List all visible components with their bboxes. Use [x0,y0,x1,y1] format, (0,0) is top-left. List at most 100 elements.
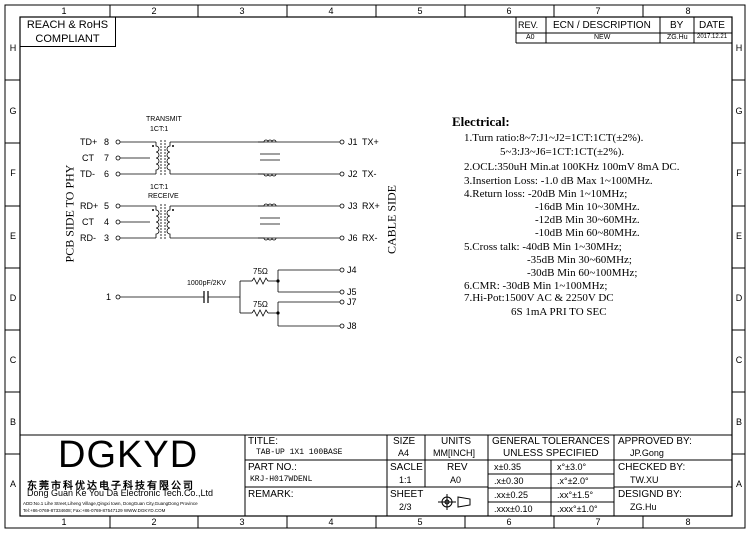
spec-line: 3.Insertion Loss: -1.0 dB Max 1~100MHz. [464,175,653,187]
spec-line: -16dB Min 10~30MHz. [535,201,640,213]
choke-coil [258,139,277,143]
row-label: F [10,168,16,178]
date-header: DATE [699,20,725,31]
row-label: G [9,106,17,116]
jack-label: J7 [347,297,357,307]
compliance-box: REACH & RoHS COMPLIANT [20,17,116,47]
part-value: KRJ-H017WDENL [250,475,313,484]
pin-number: 3 [104,233,110,243]
spec-line: 6.CMR: -30dB Min 1~100MHz; [464,280,608,292]
coil [166,142,171,174]
pin-label-td-minus: TD- [80,169,95,179]
company-name-cn: 东莞市科优达电子科技有限公司 [27,481,195,492]
jack-label: J5 [347,287,357,297]
rev-value: A0 [526,34,535,41]
pin-number: 6 [104,169,110,179]
spec-line: 7.Hi-Pot:1500V AC & 2250V DC [464,292,614,304]
row-label: F [736,168,742,178]
tolerance-subtitle: UNLESS SPECIFIED [503,448,599,459]
row-label: B [9,417,16,427]
pin-terminal [339,171,345,177]
pin-terminal [339,299,345,305]
row-label: E [735,231,742,241]
row-label: C [9,355,17,365]
col-label: 7 [595,517,601,527]
spec-line: 5~3:J3~J6=1CT:1CT(±2%). [500,146,625,158]
pin-number: 8 [104,137,110,147]
pin-number: 4 [104,217,110,227]
col-label: 4 [328,517,334,527]
tolerance-linear: x±0.35 [494,462,521,472]
coil [166,206,171,238]
spec-line: 4.Return loss: -20dB Min 1~10MHz; [464,188,628,200]
checked-value: TW.XU [630,475,659,485]
pin-label-td-plus: TD+ [80,137,98,147]
col-label: 5 [417,517,423,527]
col-label: 7 [595,6,601,16]
rev-label: REV [447,462,468,473]
title-label: TITLE: [248,436,279,447]
pin-label-tx-plus: TX+ [362,137,379,147]
choke-coil [258,237,277,241]
sheet-value: 2/3 [399,502,412,512]
spec-line: -30dB Min 60~100MHz; [527,267,638,279]
spec-line: 2.OCL:350uH Min.at 100KHz 100mV 8mA DC. [464,161,680,173]
col-label: 5 [417,6,423,16]
size-value: A4 [398,448,410,458]
receive-ratio: 1CT:1 [150,184,169,191]
pin-number: 1 [106,292,112,302]
pin-label-rd-plus: RD+ [80,201,99,211]
row-label: A [9,479,16,489]
col-label: 6 [506,6,512,16]
approved-label: APPROVED BY: [618,436,692,447]
row-label: E [9,231,16,241]
units-value: MM[INCH] [433,448,475,458]
col-label: 8 [685,6,691,16]
pin-label-rd-minus: RD- [80,233,96,243]
spec-line: 1.Turn ratio:8~7:J1~J2=1CT:1CT(±2%). [464,132,644,144]
jack-label: J3 [348,201,358,211]
col-label: 8 [685,517,691,527]
ecn-value: NEW [594,34,611,41]
electrical-title: Electrical: [452,114,510,129]
row-label: H [735,43,743,53]
col-label: 4 [328,6,334,16]
company-logo: DGKYD [58,434,199,476]
part-label: PART NO.: [248,462,297,473]
row-label: D [9,293,17,303]
company-address: ADD:No.1 Lihe Street,Liheng Village,Qing… [23,501,198,506]
receive-title: RECEIVE [148,193,179,200]
choke-coil [258,173,277,177]
col-label: 2 [151,517,157,527]
tolerance-angular: .xxx°±1.0° [557,504,598,514]
col-label: 3 [239,6,245,16]
jack-label: J8 [347,321,357,331]
pin-label-tx-minus: TX- [362,169,377,179]
tolerance-linear: .xx±0.25 [494,490,528,500]
row-label: D [735,293,743,303]
tolerance-angular: x°±3.0° [557,462,587,472]
revision-grid [515,17,732,44]
row-label: B [735,417,742,427]
rev-header: REV. [518,20,539,30]
row-label: A [735,479,742,489]
transmit-title: TRANSMIT [146,116,182,123]
resistor [251,277,269,285]
designed-label: DESIGND BY: [618,489,682,500]
spec-line: -10dB Min 60~80MHz. [535,227,640,239]
jack-label: J1 [348,137,358,147]
spec-line: -12dB Min 30~60MHz. [535,214,640,226]
rev-value: A0 [450,475,462,485]
date-value: 2017.12.21 [697,34,728,40]
row-label: G [735,106,743,116]
tolerance-title: GENERAL TOLERANCES [492,436,610,447]
col-label: 1 [61,517,67,527]
pin-terminal [339,139,345,145]
col-label: 6 [506,517,512,527]
resistor [251,309,269,317]
resistor-label: 75Ω [253,267,268,276]
by-header: BY [670,20,684,31]
spec-line: 5.Cross talk: -40dB Min 1~30MHz; [464,241,622,253]
sheet-label: SHEET [390,489,424,500]
